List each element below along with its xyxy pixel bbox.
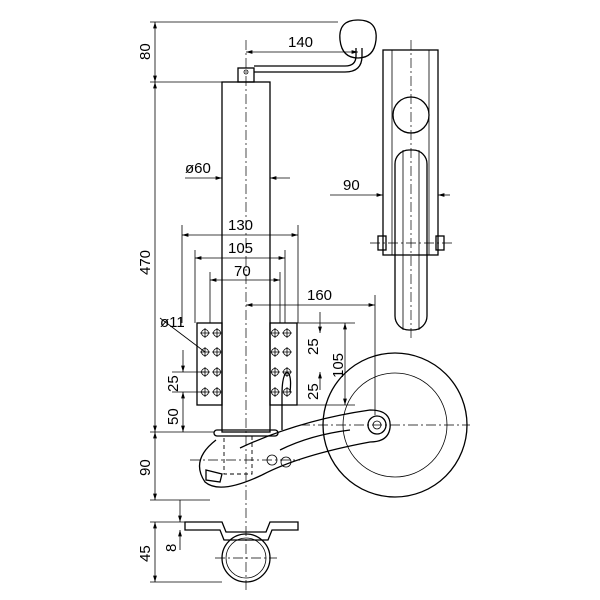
hole-center-mark <box>270 328 280 338</box>
dim-wheel-offset: 160 <box>307 287 332 304</box>
side-view <box>370 40 452 340</box>
crank-handle <box>254 19 377 73</box>
dim-hole-diameter: ø11 <box>160 314 185 331</box>
dim-hole-pitch-right-2: 25 <box>305 383 322 400</box>
dim-tube-diameter: ø60 <box>185 160 211 177</box>
hole-center-mark <box>270 347 280 357</box>
hole-center-mark <box>212 387 222 397</box>
support-tube <box>213 40 279 590</box>
dim-hole-pitch-left: 25 <box>165 375 182 392</box>
hole-center-mark <box>200 328 210 338</box>
hole-center-mark <box>270 367 280 377</box>
hole-center-mark <box>282 328 292 338</box>
dim-hole-bottom-offset: 50 <box>165 408 182 425</box>
dim-hole-pitch-right: 25 <box>305 338 322 355</box>
hole-center-mark <box>212 367 222 377</box>
dimension-lines <box>150 21 450 583</box>
dim-clamp-height: 45 <box>137 545 154 562</box>
dim-bracket-outer: 130 <box>228 217 253 234</box>
clamp-view <box>184 521 299 583</box>
dim-bracket-mid: 105 <box>228 240 253 257</box>
hole-center-mark <box>212 328 222 338</box>
dim-total-height: 470 <box>137 250 154 275</box>
dim-bracket-inner: 70 <box>234 263 251 280</box>
dim-bracket-height: 105 <box>330 353 347 378</box>
dim-side-width: 90 <box>343 177 360 194</box>
hole-center-mark <box>212 347 222 357</box>
mounting-brackets <box>196 322 298 406</box>
dim-clamp-plate: 8 <box>163 544 180 552</box>
dim-foot-height: 90 <box>137 459 154 476</box>
hole-center-mark <box>270 387 280 397</box>
dim-crank-height: 80 <box>137 43 154 60</box>
foot-plate <box>190 435 300 488</box>
wheel <box>239 352 470 498</box>
hole-center-mark <box>282 347 292 357</box>
dim-crank-length: 140 <box>288 34 313 51</box>
